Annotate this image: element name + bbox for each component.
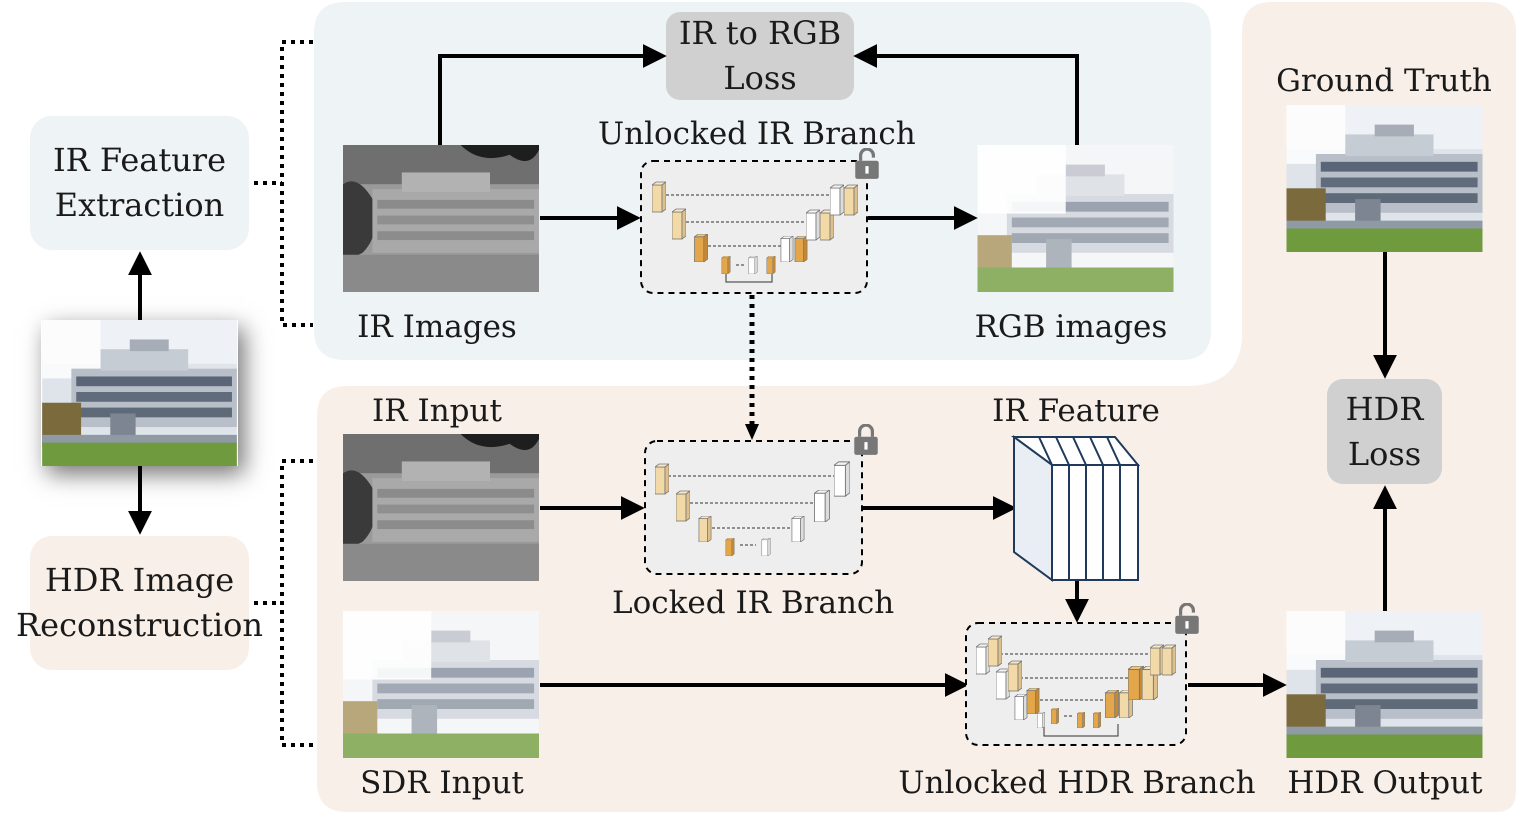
hdr-loss-line2: Loss <box>1347 434 1422 473</box>
rgb-images-label: RGB images <box>974 309 1168 345</box>
unlock-icon <box>854 148 880 180</box>
lock-icon <box>853 424 879 456</box>
sdr-input-label: SDR Input <box>360 765 524 801</box>
ir-feature-label: IR Feature <box>992 393 1160 429</box>
unlock-icon <box>1174 603 1200 635</box>
stage1-line2: Extraction <box>54 186 225 224</box>
ir-to-rgb-loss-box: IR to RGB Loss <box>666 12 854 100</box>
stage1-line1: IR Feature <box>52 141 227 179</box>
ir-images-label: IR Images <box>357 309 517 345</box>
ir-rgb-loss-line1: IR to RGB <box>678 14 842 52</box>
ir-feature-stack <box>1010 435 1141 582</box>
hdr-panel-region <box>317 2 1516 812</box>
ir-rgb-loss-line2: Loss <box>723 59 797 97</box>
ground-truth-label: Ground Truth <box>1276 63 1492 99</box>
stage2-line1: HDR Image <box>44 561 235 599</box>
hdr-output-label: HDR Output <box>1287 765 1483 801</box>
hdr-loss-box: HDR Loss <box>1327 379 1442 484</box>
unlocked-ir-branch-label: Unlocked IR Branch <box>598 116 916 152</box>
locked-ir-branch-label: Locked IR Branch <box>612 585 895 621</box>
unlocked-hdr-branch-label: Unlocked HDR Branch <box>898 765 1256 801</box>
stage2-line2: Reconstruction <box>16 606 263 644</box>
ir-input-label: IR Input <box>372 393 502 429</box>
hdr-loss-line1: HDR <box>1345 389 1424 428</box>
